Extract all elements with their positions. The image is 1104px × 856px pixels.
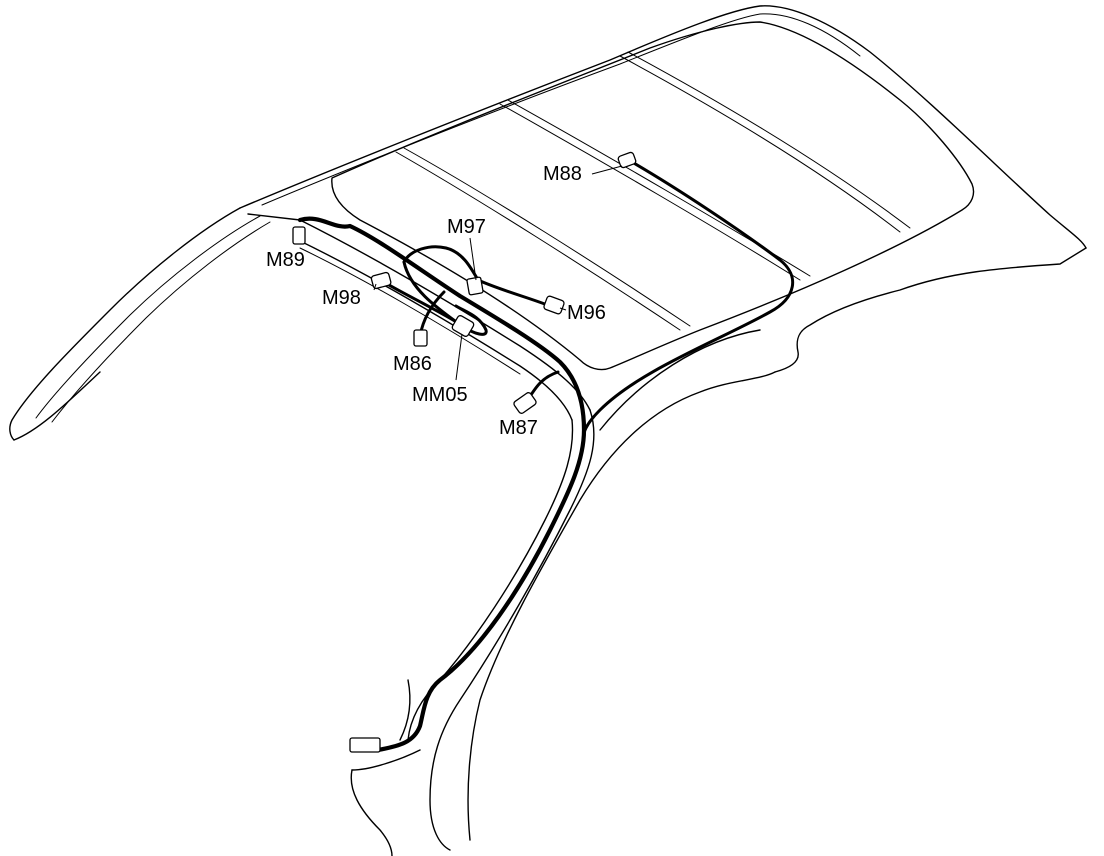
- label-m86: M86: [393, 353, 432, 375]
- connector-m87-shape: [513, 392, 537, 414]
- leader-lines: [373, 165, 623, 381]
- connector-labels: M88 M97 M89 M98 M96 M86 MM05 M87: [266, 163, 606, 439]
- connector-m88-shape: [617, 151, 637, 169]
- label-m89: M89: [266, 249, 305, 271]
- connector-mm05-shape: [451, 315, 475, 337]
- connector-bottom-shape: [349, 737, 381, 753]
- connectors: [292, 151, 637, 753]
- label-m87: M87: [499, 417, 538, 439]
- connector-m86-shape: [413, 329, 428, 347]
- wire-harness: [297, 160, 795, 753]
- connector-m97-shape: [466, 276, 484, 296]
- label-m88: M88: [543, 163, 582, 185]
- label-mm05: MM05: [412, 384, 468, 406]
- connector-m89-shape: [292, 226, 306, 245]
- car-body-outline: [9, 5, 1087, 856]
- label-m96: M96: [567, 302, 606, 324]
- label-m98: M98: [322, 287, 361, 309]
- label-m97: M97: [447, 216, 486, 238]
- connector-m96-shape: [543, 295, 565, 315]
- connector-m98-shape: [370, 271, 392, 290]
